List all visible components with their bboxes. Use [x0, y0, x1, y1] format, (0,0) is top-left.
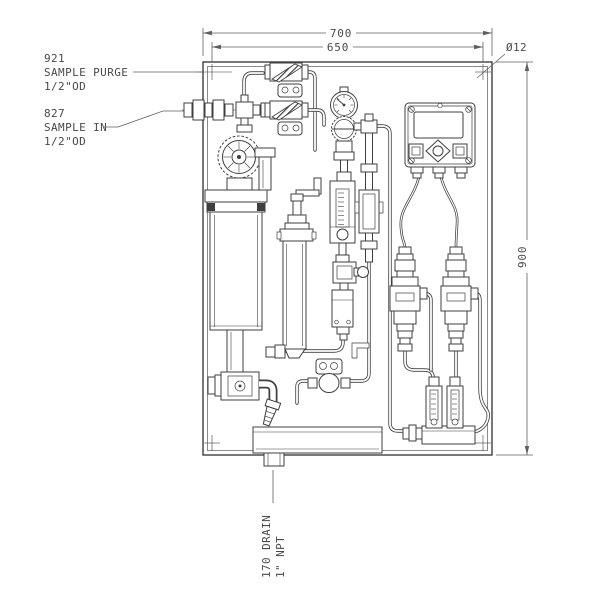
dimension-650: 650 — [211, 41, 484, 62]
bypass-valve — [307, 358, 351, 393]
mounting-holes — [196, 64, 491, 451]
corner-screw-icons — [408, 106, 472, 164]
hole-diameter-text: Ø12 — [506, 41, 527, 54]
mounting-hole — [204, 435, 220, 451]
mounting-hole — [475, 435, 491, 451]
drain-trough — [252, 426, 383, 467]
dimension-900: 900 — [496, 61, 533, 456]
purge-code: 921 — [44, 52, 65, 65]
drain-valve-block — [207, 371, 282, 427]
backpressure-regulator — [354, 189, 384, 263]
controller-display — [413, 111, 464, 139]
sample-solenoid-valve — [331, 289, 354, 341]
dim-650-text: 650 — [327, 41, 349, 54]
sample-in-code: 827 — [44, 107, 65, 120]
distribution-tee — [353, 113, 378, 191]
pressure-gauge — [330, 86, 358, 119]
purge-label: SAMPLE PURGE — [44, 66, 128, 79]
mounting-hole — [475, 64, 491, 80]
grab-sampler — [265, 177, 322, 359]
tubing-runs — [242, 70, 490, 435]
dim-900-text: 900 — [516, 246, 529, 268]
drain-size: 1" NPT — [274, 536, 287, 578]
flow-meter — [329, 180, 356, 264]
hose-barb — [262, 398, 282, 427]
sample-in-label: SAMPLE IN — [44, 121, 107, 134]
pressure-regulator — [331, 116, 357, 182]
callout-diameter: Ø12 — [476, 41, 527, 79]
dimension-700: 700 — [202, 27, 493, 56]
drain-manifold — [402, 424, 476, 445]
analyzer-controller — [404, 102, 476, 179]
purge-size: 1/2"OD — [44, 80, 86, 93]
sample-in-size: 1/2"OD — [44, 135, 86, 148]
dim-700-text: 700 — [330, 27, 352, 40]
drain-label: 170 DRAIN — [260, 515, 273, 578]
sample-inlet-bulkhead — [182, 99, 237, 121]
mounting-angle-bracket — [351, 342, 370, 359]
callout-sample-purge: 921 SAMPLE PURGE 1/2"OD — [44, 52, 203, 93]
needle-valve — [332, 261, 369, 291]
callout-sample-in: 827 SAMPLE IN 1/2"OD — [44, 107, 190, 148]
cable-glands — [410, 166, 468, 179]
filter-regulator — [217, 135, 261, 191]
callout-drain: 170 DRAIN 1" NPT — [260, 470, 287, 578]
sensor-cables — [399, 175, 459, 250]
